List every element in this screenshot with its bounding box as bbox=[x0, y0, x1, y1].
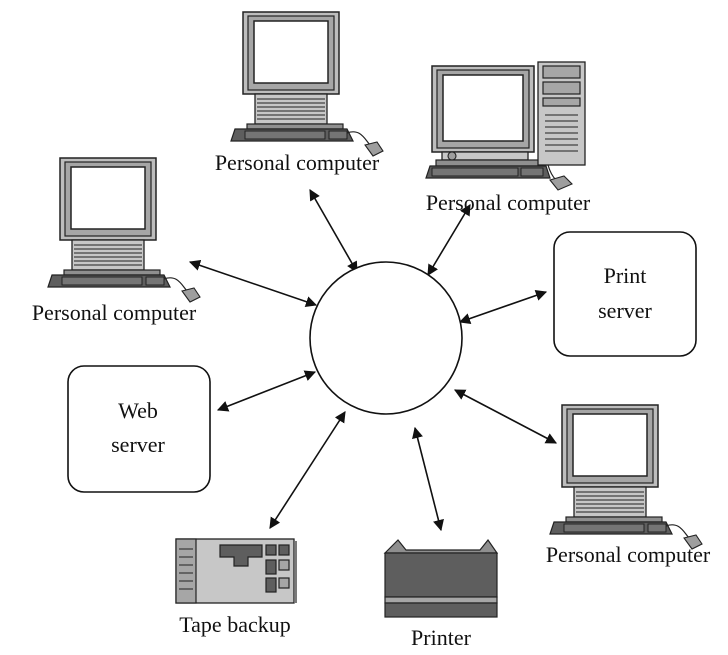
link-pc-bottom-right bbox=[454, 389, 557, 444]
computer-icon bbox=[230, 11, 384, 157]
computer-icon bbox=[549, 404, 703, 550]
web-server-box bbox=[67, 365, 211, 493]
tape-backup: Tape backup bbox=[175, 538, 297, 637]
network-hub-circle bbox=[309, 261, 463, 415]
printer: Printer bbox=[383, 538, 499, 650]
tape-drive-icon bbox=[175, 538, 297, 604]
personal-computer-tower: Personal computer bbox=[425, 61, 591, 215]
personal-computer-bottom-right: Personal computer bbox=[546, 404, 711, 567]
link-printer bbox=[412, 426, 444, 532]
print-server-box bbox=[553, 231, 697, 357]
print-server: Print server bbox=[553, 231, 697, 357]
web-server-label-line2: server bbox=[111, 432, 165, 457]
link-pc-top bbox=[309, 189, 358, 273]
printer-icon bbox=[383, 538, 499, 618]
print-server-label-line2: server bbox=[598, 298, 652, 323]
pc-left-label: Personal computer bbox=[32, 300, 197, 325]
pc-tower-label: Personal computer bbox=[426, 190, 591, 215]
personal-computer-top: Personal computer bbox=[215, 11, 384, 175]
tape-backup-label: Tape backup bbox=[179, 612, 290, 637]
link-pc-left bbox=[188, 259, 318, 308]
printer-label: Printer bbox=[411, 625, 472, 650]
personal-computer-left: Personal computer bbox=[32, 157, 201, 325]
link-tape-backup bbox=[269, 411, 346, 529]
pc-top-label: Personal computer bbox=[215, 150, 380, 175]
link-pc-tower bbox=[427, 204, 471, 276]
pc-bottom-right-label: Personal computer bbox=[546, 542, 711, 567]
computer-tower-icon bbox=[425, 61, 586, 191]
web-server-label-line1: Web bbox=[118, 398, 158, 423]
link-web-server bbox=[216, 370, 317, 412]
web-server: Web server bbox=[67, 365, 211, 493]
link-print-server bbox=[458, 290, 548, 324]
computer-icon bbox=[47, 157, 201, 303]
print-server-label-line1: Print bbox=[604, 263, 647, 288]
